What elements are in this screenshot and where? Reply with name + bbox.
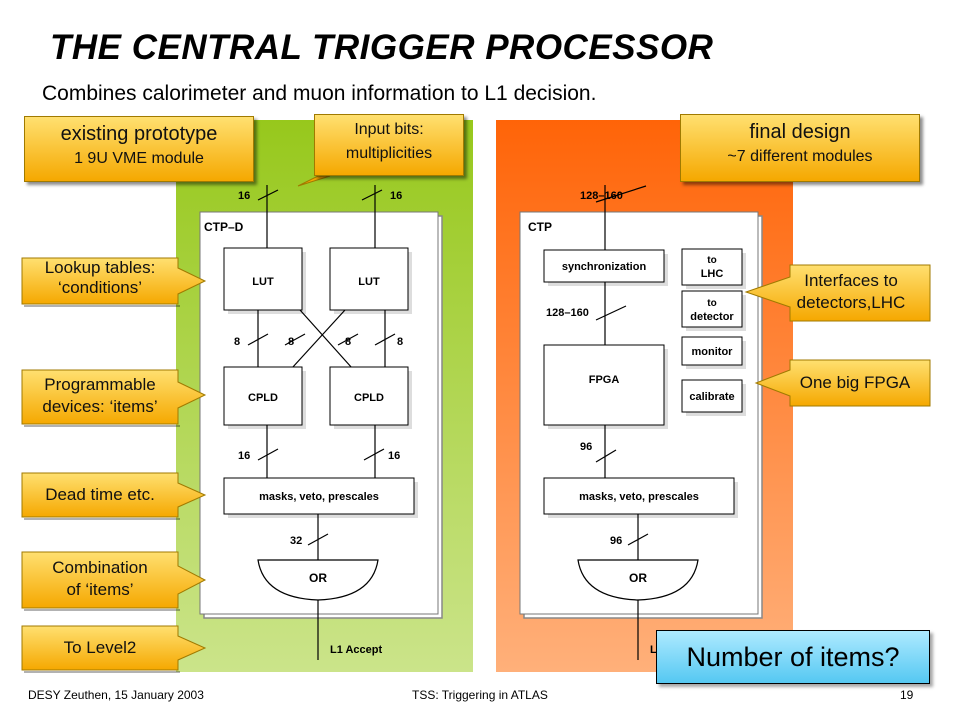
callout-level2-shape [21,625,207,671]
iface-line1: Interfaces to [804,271,898,290]
footer-left: DESY Zeuthen, 15 January 2003 [28,688,204,702]
masks-right: masks, veto, prescales [579,491,699,503]
in-bits-ctp: 128–160 [580,190,623,202]
callout-iface: Interfaces to detectors,LHC [772,270,930,314]
callout-comb: Combination of ‘items’ [22,557,178,601]
to-lhc-1: to [707,255,716,266]
callout-fpga-shape [754,359,931,407]
footer-center: TSS: Triggering in ATLAS [412,688,548,702]
number-of-items-box: Number of items? [656,630,930,684]
callout-iface-shape [744,264,931,322]
fpga-line: One big FPGA [799,373,911,392]
bus-32: 32 [290,535,302,547]
final-title: final design [749,121,851,143]
callout-lookup: Lookup tables: ‘conditions’ [22,258,178,298]
callout-prog: Programmable devices: ‘items’ [20,374,180,418]
to-det-1: to [707,298,716,309]
comb-line2: of ‘items’ [66,580,134,599]
existing-title: existing prototype [60,123,218,145]
l1-accept-partial: L [650,644,657,656]
callout-dead: Dead time etc. [22,484,178,506]
lut-left: LUT [252,276,274,288]
ctpd-label: CTP–D [204,220,244,234]
final-design-box: final design ~7 different modules [680,114,920,182]
out-bits-right: 16 [388,450,400,462]
mid-bits: 128–160 [546,307,589,319]
in-bits-left: 16 [238,190,250,202]
bus-8b: 8 [288,336,294,348]
callout-lookup-shape [21,257,207,305]
lookup-line1: Lookup tables: [44,258,156,277]
prog-line2: devices: ‘items’ [42,397,158,416]
bits-96a: 96 [580,441,592,453]
existing-sub: 1 9U VME module [74,150,204,167]
cpld-left: CPLD [248,392,278,404]
monitor-box: monitor [692,346,734,358]
input-bits-box: Input bits: multiplicities [314,114,464,176]
to-lhc-2: LHC [701,268,724,280]
dead-line: Dead time etc. [45,485,155,504]
existing-prototype-box: existing prototype 1 9U VME module [24,116,254,182]
level2-line: To Level2 [63,638,137,657]
in-bits-right: 16 [390,190,402,202]
out-bits-left: 16 [238,450,250,462]
to-det-2: detector [690,311,734,323]
l1-accept: L1 Accept [330,644,383,656]
callout-prog-shape [21,369,207,425]
iface-line2: detectors,LHC [796,293,906,312]
callout-level2: To Level2 [22,637,178,659]
bits-96b: 96 [610,535,622,547]
lut-right: LUT [358,276,380,288]
comb-line1: Combination [52,558,148,577]
input-line2: multiplicities [345,145,433,162]
sync-box: synchronization [562,261,647,273]
ctp-label: CTP [528,220,552,234]
lookup-line2: ‘conditions’ [57,278,143,297]
callout-fpga: One big FPGA [780,372,930,394]
callout-comb-shape [21,551,207,609]
slide-title: THE CENTRAL TRIGGER PROCESSOR [50,28,714,67]
footer-page-number: 19 [900,688,914,702]
input-line1: Input bits: [354,121,424,138]
prog-line1: Programmable [44,375,156,394]
slide-subtitle: Combines calorimeter and muon informatio… [42,82,597,105]
bus-8c: 8 [345,336,351,348]
calibrate-box: calibrate [689,391,734,403]
final-sub: ~7 different modules [727,148,873,165]
bus-8a: 8 [234,336,240,348]
or-left: OR [309,571,327,585]
masks-left: masks, veto, prescales [259,491,379,503]
fpga-box: FPGA [589,374,620,386]
bus-8d: 8 [397,336,403,348]
cpld-right: CPLD [354,392,384,404]
callout-dead-shape [21,472,207,518]
or-right: OR [629,571,647,585]
